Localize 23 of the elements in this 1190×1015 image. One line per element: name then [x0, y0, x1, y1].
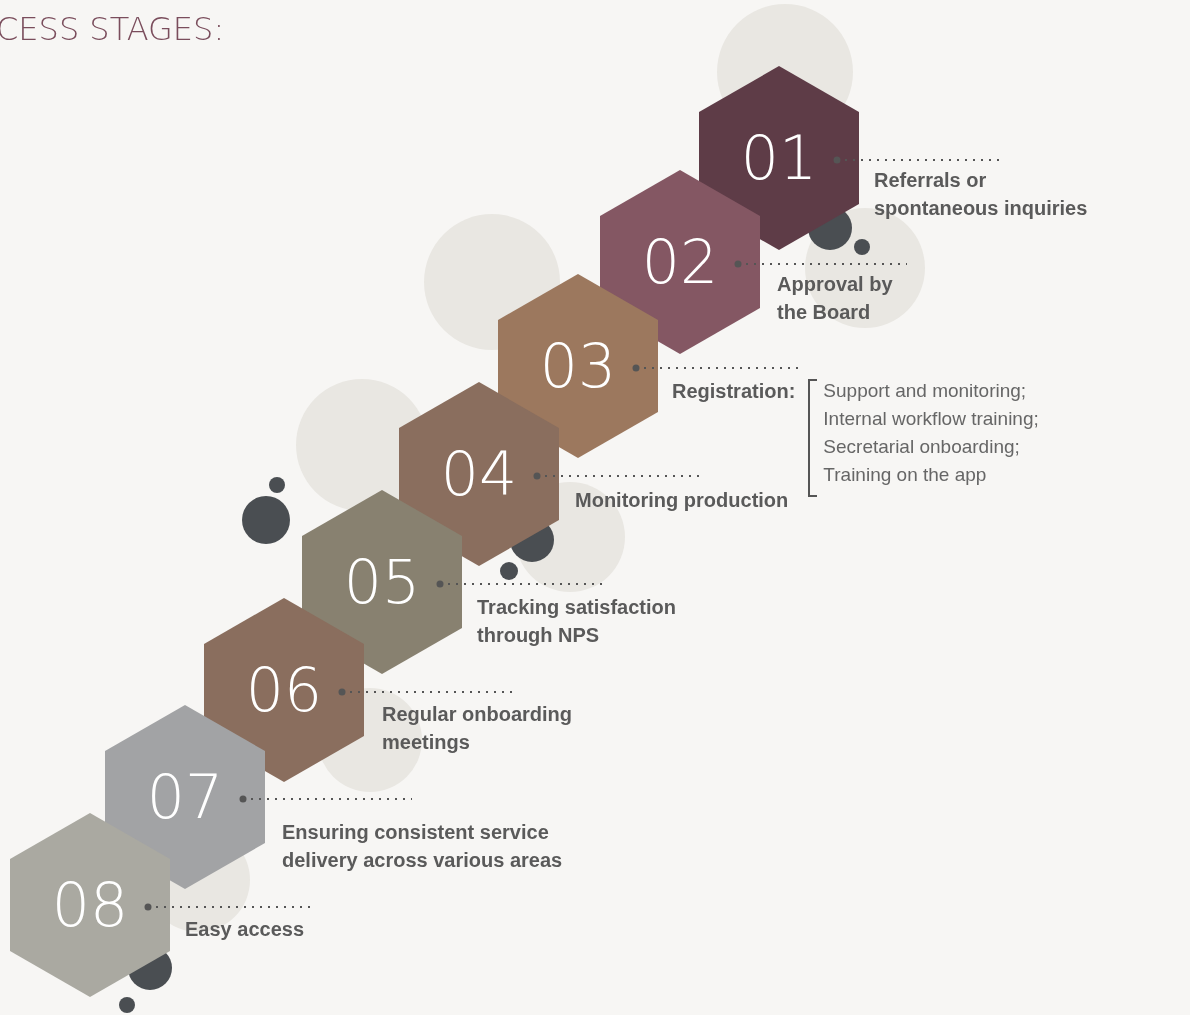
step-label: Approval by the Board [777, 270, 912, 326]
step-number: 07 [146, 767, 224, 827]
leader-line [239, 795, 413, 803]
list-item: Training on the app [823, 463, 988, 487]
list-item: Secretarial onboarding; [823, 435, 1021, 459]
step-label: Easy access [185, 915, 385, 943]
list-item: Internal workflow training; [823, 407, 1039, 431]
step-number: 03 [539, 336, 617, 396]
step-label: Monitoring production [575, 486, 835, 514]
leader-line [338, 688, 513, 696]
step-number: 08 [51, 875, 129, 935]
step-label: Referrals or spontaneous inquiries [874, 166, 1089, 222]
leader-line [734, 260, 908, 268]
step-label: Tracking satisfaction through NPS [477, 593, 737, 649]
step-number: 06 [245, 660, 323, 720]
step-number: 05 [343, 552, 421, 612]
step-number: 04 [440, 444, 518, 504]
list-item: Support and monitoring; [823, 379, 1028, 403]
step-number: 02 [641, 232, 719, 292]
step-label: Registration: [672, 379, 796, 404]
step-number: 01 [740, 128, 818, 188]
step-label: Regular onboarding meetings [382, 700, 642, 756]
step-label: Ensuring consistent service delivery across various areas [282, 818, 622, 874]
